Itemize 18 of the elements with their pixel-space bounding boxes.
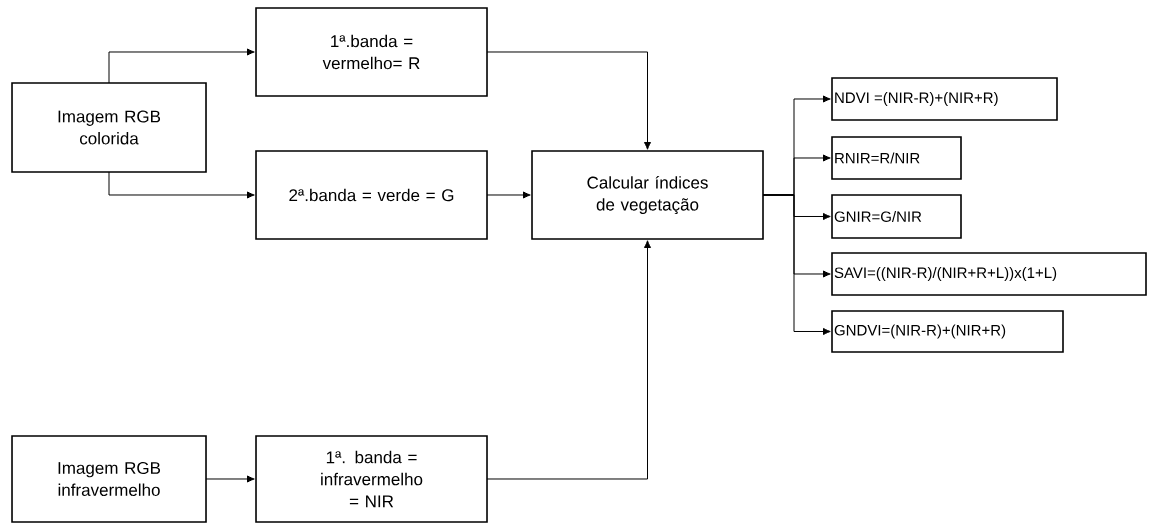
process-box: Imagem RGB infravermelho — [11, 435, 207, 523]
arrow — [108, 171, 255, 199]
process-box: Calcular índices de vegetação — [531, 150, 764, 240]
formula-box: GNDVI=(NIR-R)+(NIR+R) — [831, 310, 1064, 353]
formula-box: NDVI =(NIR-R)+(NIR+R) — [831, 77, 1058, 121]
process-box: Imagem RGB colorida — [11, 82, 207, 173]
formula-box: GNIR=G/NIR — [831, 194, 962, 239]
process-box: 1ª.banda = vermelho= R — [255, 7, 488, 97]
process-box: 1ª. banda = infravermelho = NIR — [255, 435, 488, 523]
formula-box: SAVI=((NIR-R)/(NIR+R+L))x(1+L) — [831, 252, 1147, 296]
arrow — [486, 191, 531, 199]
arrow — [762, 194, 831, 336]
arrow — [205, 475, 255, 483]
process-box: 2ª.banda = verde = G — [255, 150, 488, 240]
arrow — [108, 48, 255, 84]
arrow — [486, 240, 652, 480]
arrow — [486, 51, 652, 150]
formula-box: RNIR=R/NIR — [831, 136, 962, 180]
